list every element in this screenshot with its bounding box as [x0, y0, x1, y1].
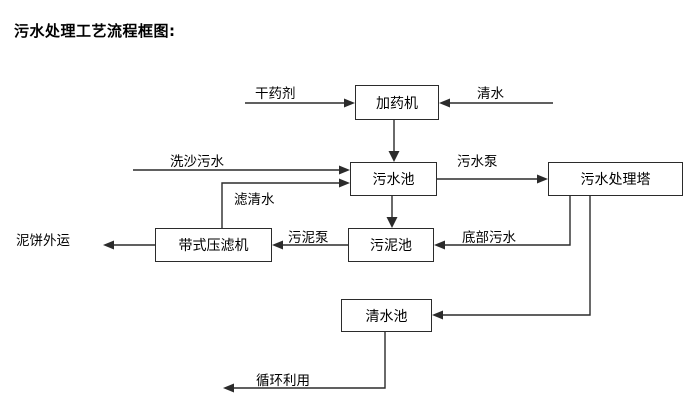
node-belt-filter-press[interactable]: 带式压滤机 — [155, 228, 272, 262]
edge-label-sand-wash-sewage: 洗沙污水 — [170, 154, 224, 170]
node-sludge-pool[interactable]: 污泥池 — [348, 228, 434, 262]
arrowhead-dosing-down — [388, 151, 400, 162]
arrowhead-sewage-pump — [537, 174, 548, 184]
edge-tower-to-clear-water-pool — [439, 196, 591, 316]
node-label: 带式压滤机 — [178, 238, 249, 254]
edge-label-sewage-pump: 污水泵 — [457, 154, 498, 170]
node-label: 污水池 — [372, 172, 415, 188]
arrowhead-sand-wash — [339, 165, 350, 175]
arrowhead-tower-to-clear-water — [432, 310, 443, 320]
node-treatment-tower[interactable]: 污水处理塔 — [548, 162, 683, 196]
edge-label-clean-water: 清水 — [477, 86, 504, 102]
edge-label-mud-cake-transport: 泥饼外运 — [16, 233, 70, 249]
arrowhead-clean-water — [439, 98, 450, 108]
edge-tower-to-sludge-pool — [441, 196, 571, 246]
edge-label-dry-chemical: 干药剂 — [255, 86, 296, 102]
node-label: 加药机 — [376, 95, 418, 112]
arrowhead-mud-cake — [103, 240, 114, 250]
edge-clear-water-recycle — [230, 332, 386, 389]
arrowhead-sludge-pump — [272, 240, 283, 250]
page-title: 污水处理工艺流程框图: — [14, 22, 176, 40]
node-clear-water-pool[interactable]: 清水池 — [341, 299, 432, 332]
node-label: 清水池 — [365, 308, 408, 325]
arrowhead-recycle — [223, 383, 234, 393]
arrowhead-wastewater-to-sludge — [386, 217, 398, 228]
node-label: 污水处理塔 — [580, 172, 651, 188]
node-label: 污泥池 — [370, 238, 412, 254]
edge-label-recycle-reuse: 循环利用 — [256, 373, 310, 389]
edge-label-bottom-sewage: 底部污水 — [462, 230, 516, 246]
node-dosing-machine[interactable]: 加药机 — [355, 85, 439, 120]
arrowhead-dry-chemical — [344, 98, 355, 108]
arrowhead-bottom-sewage — [434, 240, 445, 250]
arrowhead-filtered-water — [339, 178, 350, 188]
edge-label-filtered-water: 滤清水 — [234, 192, 275, 208]
node-wastewater-pool[interactable]: 污水池 — [350, 162, 437, 196]
edge-label-sludge-pump: 污泥泵 — [288, 230, 329, 246]
edge-filtered-water-to-wastewater-pool — [221, 182, 343, 228]
